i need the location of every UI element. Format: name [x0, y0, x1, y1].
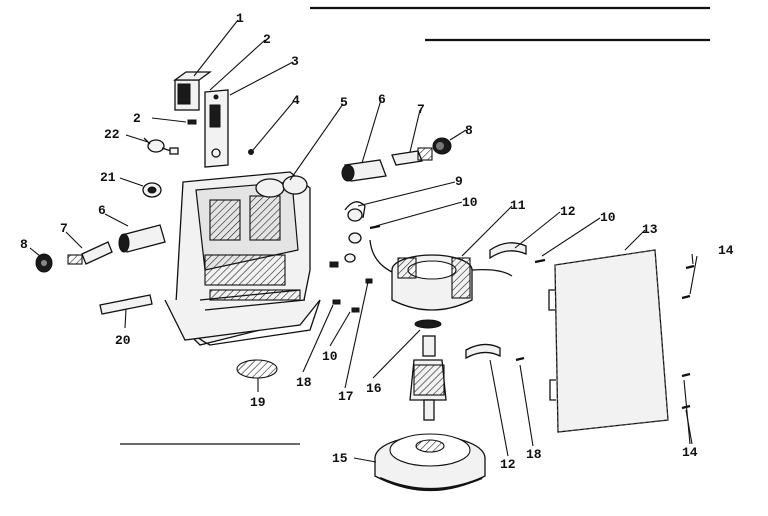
callout-6-left: 6	[98, 203, 106, 218]
part-brush-7-top	[391, 147, 433, 166]
callout-10-mid: 10	[462, 195, 478, 210]
part-cap-8-left	[35, 253, 53, 273]
part-screw-10a	[369, 224, 381, 230]
callout-16: 16	[366, 381, 382, 396]
callout-13: 13	[642, 222, 658, 237]
callout-6-top: 6	[378, 92, 386, 107]
part-screws-14	[681, 264, 695, 410]
callout-17: 17	[338, 389, 354, 404]
callout-19: 19	[250, 395, 266, 410]
callout-14-bottom: 14	[682, 445, 698, 460]
part-screw-10b	[534, 258, 546, 264]
part-brush-holder-6-top	[341, 159, 387, 182]
callout-7-left: 7	[60, 221, 68, 236]
part-brush-holder-6-left	[118, 224, 166, 253]
part-bushing-21	[142, 182, 162, 198]
callout-12-top: 12	[560, 204, 576, 219]
part-mounting-plate	[204, 89, 229, 168]
leader-lines	[29, 19, 698, 463]
callout-2-left: 2	[133, 111, 141, 126]
callout-22: 22	[104, 127, 120, 142]
callout-8-left: 8	[20, 237, 28, 252]
part-panel-13	[548, 249, 669, 433]
callout-1: 1	[236, 11, 244, 26]
part-screw-2	[187, 119, 197, 125]
callout-10-right: 10	[600, 210, 616, 225]
callout-3: 3	[291, 54, 299, 69]
callout-12-bottom: 12	[500, 457, 516, 472]
callout-18-right: 18	[526, 447, 542, 462]
callout-11: 11	[510, 198, 526, 213]
part-switch	[173, 71, 212, 111]
callout-8-top: 8	[465, 123, 473, 138]
callout-14-top: 14	[718, 243, 734, 258]
part-cap-8-top	[432, 137, 452, 155]
part-brush-7-left	[67, 241, 113, 265]
callout-2-top: 2	[263, 32, 271, 47]
part-field-coil-11	[369, 239, 513, 311]
part-bracket-12-top	[489, 242, 527, 260]
part-bracket-12-bottom	[465, 343, 501, 360]
part-grille-19	[236, 359, 278, 379]
callout-18-left: 18	[296, 375, 312, 390]
scan-border-lines	[120, 6, 710, 445]
callout-10-bottom: 10	[322, 349, 338, 364]
part-screw-18b	[515, 356, 525, 362]
part-armature-16	[409, 319, 447, 421]
part-screw-4	[248, 149, 254, 155]
part-clip-22	[143, 137, 179, 155]
part-fan-15	[374, 433, 486, 492]
part-screws-center	[332, 278, 373, 313]
callout-labels: 1 2 3 2 4 5 6 7 8 22 21 9 10 11 12 10 13…	[20, 11, 734, 472]
part-housing-5	[164, 171, 321, 346]
callout-7-top: 7	[417, 102, 425, 117]
callout-15: 15	[332, 451, 348, 466]
callout-9: 9	[455, 174, 463, 189]
callout-4: 4	[292, 93, 300, 108]
callout-20: 20	[115, 333, 131, 348]
callout-5: 5	[340, 95, 348, 110]
callout-21: 21	[100, 170, 116, 185]
part-strip-20	[99, 294, 153, 315]
part-bracket-9	[329, 201, 366, 268]
